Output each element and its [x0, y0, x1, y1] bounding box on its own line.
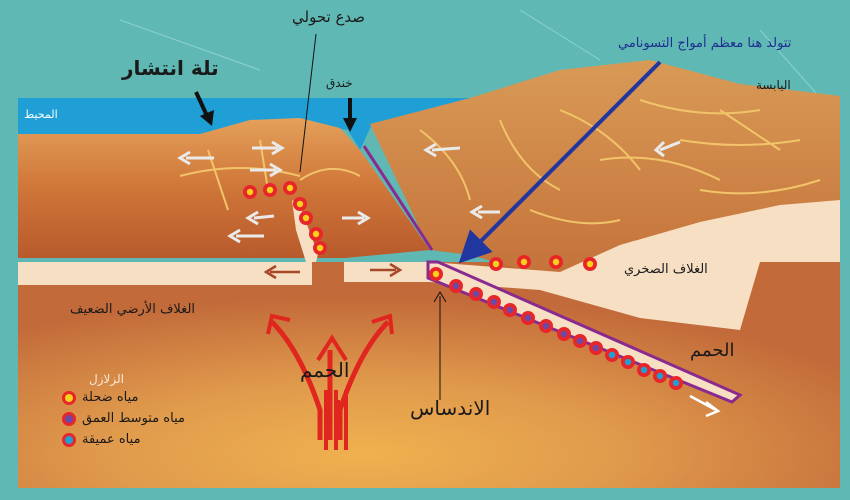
legend-items: مياه ضحلة مياه متوسط العمق مياه عميقة — [62, 390, 262, 447]
earthquake-marker-core — [297, 201, 303, 207]
earthquake-marker-core — [433, 271, 439, 277]
legend-label: مياه عميقة — [82, 432, 141, 447]
land-label: اليابسة — [756, 78, 791, 92]
earthquake-marker-core — [507, 307, 513, 313]
legend-item: مياه عميقة — [62, 432, 262, 447]
earthquake-marker-core — [287, 185, 293, 191]
earthquake-marker-core — [493, 261, 499, 267]
earthquake-marker-core — [303, 215, 309, 221]
lithosphere-label: الغلاف الصخري — [624, 262, 708, 277]
legend-marker-icon — [62, 433, 76, 447]
earthquake-marker-core — [313, 231, 319, 237]
asthenosphere-label: الغلاف الأرضي الضعيف — [70, 302, 195, 317]
earthquake-marker-core — [553, 259, 559, 265]
spreading-ridge-label: تلة انتشار — [122, 56, 219, 80]
earthquake-marker-core — [561, 331, 567, 337]
earthquake-legend: الزلازل مياه ضحلة مياه متوسط العمق مياه عم… — [62, 372, 262, 447]
earthquake-marker-core — [525, 315, 531, 321]
earthquake-marker-core — [521, 259, 527, 265]
earthquake-marker-core — [609, 352, 615, 358]
legend-marker-icon — [62, 412, 76, 426]
earthquake-marker-core — [473, 291, 479, 297]
tsunami-note: تتولد هنا معظم أمواج التسونامي — [618, 36, 791, 51]
subduction-label: الاندساس — [410, 396, 490, 420]
earthquake-marker-core — [543, 323, 549, 329]
earthquake-marker-core — [593, 345, 599, 351]
legend-item: مياه ضحلة — [62, 390, 262, 405]
magma-right-label: الحمم — [690, 340, 735, 361]
earthquake-marker-core — [657, 373, 663, 379]
earthquake-marker-core — [625, 359, 631, 365]
earthquake-marker-core — [317, 245, 323, 251]
transform-fault-label: صدع تحولي — [292, 8, 365, 26]
legend-title: الزلازل — [62, 372, 124, 386]
trench-label: خندق — [326, 76, 353, 90]
magma-center-label: الحمم — [300, 358, 349, 382]
ocean-label: المحيط — [24, 108, 58, 121]
earthquake-marker-core — [577, 338, 583, 344]
earthquake-marker-core — [453, 283, 459, 289]
legend-label: مياه متوسط العمق — [82, 411, 185, 426]
earthquake-marker-core — [673, 380, 679, 386]
earthquake-marker-core — [491, 299, 497, 305]
legend-marker-icon — [62, 391, 76, 405]
legend-item: مياه متوسط العمق — [62, 411, 262, 426]
legend-label: مياه ضحلة — [82, 390, 139, 405]
earthquake-marker-core — [587, 261, 593, 267]
earthquake-marker-core — [641, 367, 647, 373]
earthquake-marker-core — [267, 187, 273, 193]
earthquake-marker-core — [247, 189, 253, 195]
